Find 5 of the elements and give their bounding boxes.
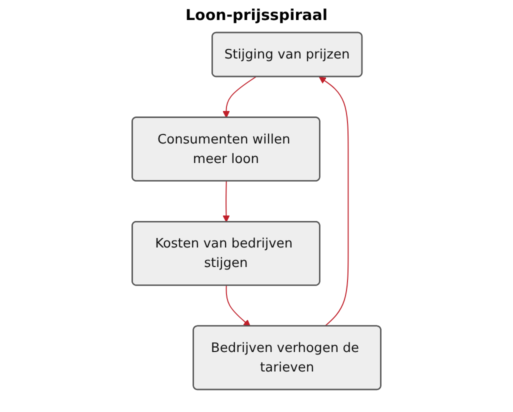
arrow <box>222 76 256 118</box>
arrow <box>226 285 251 327</box>
arrow <box>222 180 230 222</box>
diagram-title: Loon-prijsspiraal <box>184 6 328 24</box>
arrow <box>318 76 349 327</box>
